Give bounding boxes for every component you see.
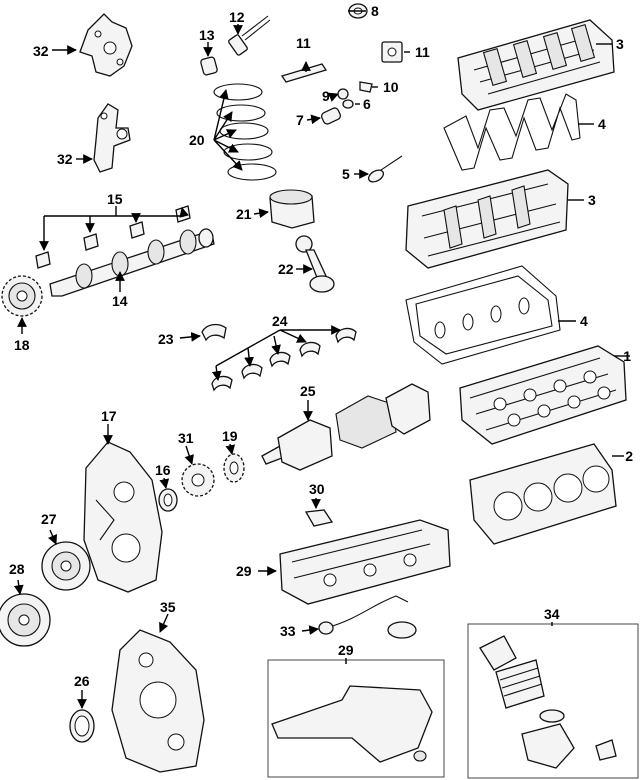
leader-lines xyxy=(13,10,630,709)
part-32-bracket-upper xyxy=(79,13,133,77)
callout-29-upper: 29 xyxy=(236,563,252,579)
part-1-cylinder-head xyxy=(459,345,627,445)
part-3-cover-second xyxy=(405,169,569,269)
part-32-tensioner-lower xyxy=(93,103,131,173)
callout-31: 31 xyxy=(178,430,194,446)
callout-29-lower: 29 xyxy=(338,642,354,658)
callout-4-top: 4 xyxy=(598,116,606,132)
callout-24: 24 xyxy=(272,313,288,329)
callout-11-block: 11 xyxy=(415,44,430,60)
callout-35: 35 xyxy=(160,599,176,615)
part-13-sensor xyxy=(200,56,218,76)
part-5-valve xyxy=(367,155,403,183)
callout-1: 1 xyxy=(623,348,631,364)
callout-20: 20 xyxy=(189,132,205,148)
callout-6: 6 xyxy=(363,96,371,112)
part-19-sprocket xyxy=(223,453,245,483)
part-3-valve-cover-top xyxy=(457,19,615,111)
part-10-retainer xyxy=(359,81,373,93)
callout-30: 30 xyxy=(309,481,325,497)
part-11-pin xyxy=(280,63,328,83)
part-7-valve-seal xyxy=(320,107,342,125)
callout-17: 17 xyxy=(101,408,117,424)
part-29-upper-oil-pan xyxy=(279,519,451,605)
part-17-timing-cover xyxy=(83,441,163,593)
callout-32-upper: 32 xyxy=(33,43,49,59)
callout-5: 5 xyxy=(342,166,350,182)
callout-22: 22 xyxy=(278,261,294,277)
callout-33: 33 xyxy=(280,623,296,639)
part-28-pulley xyxy=(0,593,51,647)
callout-12: 12 xyxy=(229,9,245,25)
callout-7: 7 xyxy=(296,112,304,128)
callout-34: 34 xyxy=(544,606,560,622)
part-27-damper xyxy=(41,541,91,591)
part-11-block xyxy=(381,41,403,63)
callout-10: 10 xyxy=(383,79,399,95)
part-9-keeper xyxy=(337,88,349,100)
callout-9: 9 xyxy=(322,88,330,104)
part-29-lower-pan-box xyxy=(267,659,445,778)
part-33-pickup-tube xyxy=(318,595,417,639)
part-21-piston xyxy=(269,189,315,229)
callout-15: 15 xyxy=(107,191,123,207)
part-12-sensor xyxy=(228,15,271,56)
part-25-crankshaft xyxy=(261,383,431,471)
callout-3-second: 3 xyxy=(588,192,596,208)
part-34-oil-cooler-box xyxy=(467,623,639,779)
part-22-connecting-rod xyxy=(295,235,335,293)
callout-26: 26 xyxy=(74,673,90,689)
callout-16: 16 xyxy=(155,462,171,478)
part-2-head-gasket xyxy=(469,443,617,545)
part-26-seal xyxy=(69,709,95,743)
part-35-front-cover xyxy=(111,629,205,773)
part-24-main-bearings xyxy=(211,327,357,392)
part-4-gasket-second xyxy=(405,265,561,365)
callout-14: 14 xyxy=(112,293,128,309)
callout-19: 19 xyxy=(222,428,238,444)
part-18-cam-sprocket xyxy=(1,275,43,317)
part-4-gasket-top xyxy=(443,93,581,171)
callout-18: 18 xyxy=(14,337,30,353)
callout-28: 28 xyxy=(9,561,25,577)
part-31-sprocket xyxy=(181,463,215,497)
part-14-camshaft xyxy=(49,228,215,297)
callout-23: 23 xyxy=(158,331,174,347)
callout-25: 25 xyxy=(300,383,316,399)
callout-4-second: 4 xyxy=(580,313,588,329)
callout-27: 27 xyxy=(41,511,57,527)
callout-21: 21 xyxy=(236,206,252,222)
callout-3-top: 3 xyxy=(616,36,624,52)
part-34-oil-cooler xyxy=(479,635,617,769)
part-30-baffle xyxy=(304,509,334,527)
part-23-bearing xyxy=(201,323,227,342)
part-16-seal xyxy=(158,488,178,512)
part-6-spring-seat xyxy=(342,99,354,109)
part-29-lower-oil-pan xyxy=(271,685,433,763)
callout-13: 13 xyxy=(199,27,215,43)
callout-32-lower: 32 xyxy=(57,151,73,167)
callout-11-pin: 11 xyxy=(296,35,311,51)
callout-labels: 32 32 12 13 11 8 11 9 10 6 7 5 3 4 3 4 1… xyxy=(9,3,633,689)
callout-8: 8 xyxy=(371,3,379,19)
callout-2: 2 xyxy=(625,448,633,464)
